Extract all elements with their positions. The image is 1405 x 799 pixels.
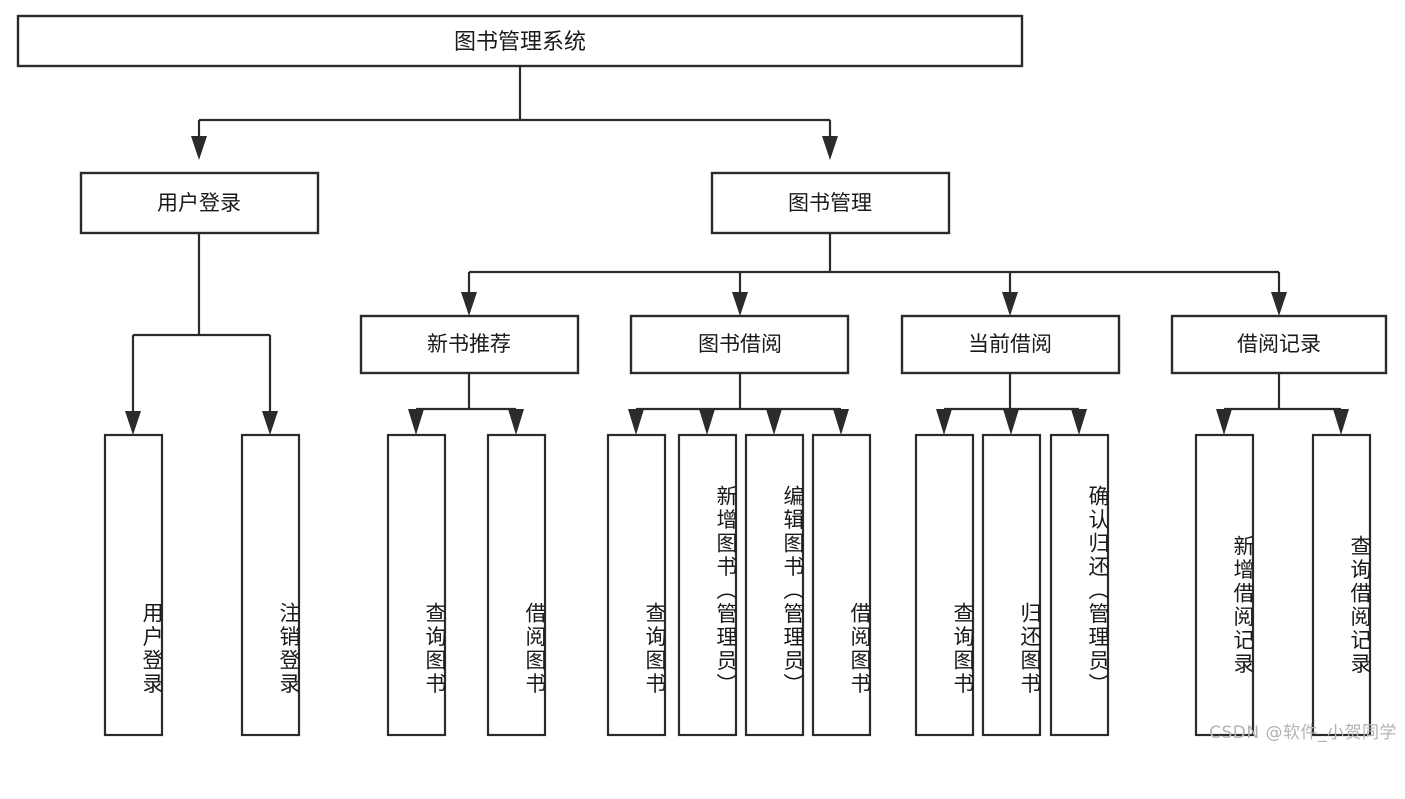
arrow-current-borrow-leaf1 [936, 409, 952, 435]
connectors-user-login-to-leaves [125, 233, 278, 435]
node-user-login[interactable]: 用户登录 [79, 171, 320, 235]
leaf-box-user-login-2[interactable] [240, 433, 301, 737]
leaf-box-new-book-1[interactable] [386, 433, 447, 737]
leaf-box-borrow-record-2[interactable] [1311, 433, 1372, 737]
arrow-borrow-record-leaf1 [1216, 409, 1232, 435]
arrow-book-mgmt-to-new-book [461, 292, 477, 316]
leaf-box-book-borrow-1[interactable] [606, 433, 667, 737]
leaf-box-new-book-2[interactable] [486, 433, 547, 737]
functional-structure-diagram: 图书管理系统 用户登录 图书管理 新书推荐 图书借阅 当前借阅 借阅记录 [16, 14, 1397, 743]
arrow-current-borrow-leaf2 [1003, 409, 1019, 435]
node-book-borrow[interactable]: 图书借阅 [629, 314, 850, 375]
arrow-new-book-leaf2 [508, 409, 524, 435]
user-login-box[interactable] [79, 171, 320, 235]
arrow-new-book-leaf1 [408, 409, 424, 435]
connectors-new-book-to-leaves [408, 373, 524, 435]
leaf-box-current-borrow-1[interactable] [914, 433, 975, 737]
root-label: 图书管理系统 [454, 30, 586, 55]
leaf-box-book-borrow-4[interactable] [811, 433, 872, 737]
node-book-management[interactable]: 图书管理 [710, 171, 951, 235]
leaf-box-borrow-record-1[interactable] [1194, 433, 1255, 737]
current-borrow-box[interactable] [900, 314, 1121, 375]
arrow-root-to-book-mgmt [822, 136, 838, 160]
book-borrow-label: 图书借阅 [698, 332, 782, 356]
leaf-box-current-borrow-2[interactable] [981, 433, 1042, 737]
arrow-user-login-leaf2 [262, 411, 278, 435]
connectors-current-borrow-to-leaves [936, 373, 1087, 435]
arrow-book-borrow-leaf1 [628, 409, 644, 435]
arrow-current-borrow-leaf3 [1071, 409, 1087, 435]
leaf-boxes-user-login [103, 433, 301, 737]
connectors-book-mgmt-to-level2 [461, 233, 1287, 316]
node-root-book-management-system[interactable]: 图书管理系统 [16, 14, 1024, 68]
connectors-book-borrow-to-leaves [628, 373, 849, 435]
book-management-box[interactable] [710, 171, 951, 235]
root-box[interactable] [16, 14, 1024, 68]
book-management-label: 图书管理 [788, 191, 872, 215]
borrow-record-box[interactable] [1170, 314, 1388, 375]
leaf-box-book-borrow-3[interactable] [744, 433, 805, 737]
arrow-book-borrow-leaf4 [833, 409, 849, 435]
user-login-label: 用户登录 [157, 191, 241, 215]
node-current-borrow[interactable]: 当前借阅 [900, 314, 1121, 375]
arrow-borrow-record-leaf2 [1333, 409, 1349, 435]
leaf-boxes-borrow-record [1194, 433, 1372, 737]
leaf-boxes-book-borrow [606, 433, 872, 737]
arrow-book-mgmt-to-current-borrow [1002, 292, 1018, 316]
new-book-recommend-box[interactable] [359, 314, 580, 375]
node-borrow-record[interactable]: 借阅记录 [1170, 314, 1388, 375]
connectors-borrow-record-to-leaves [1216, 373, 1349, 435]
arrow-root-to-user-login [191, 136, 207, 160]
tree-svg-canvas: 图书管理系统 用户登录 图书管理 新书推荐 图书借阅 当前借阅 借阅记录 [16, 14, 1388, 737]
current-borrow-label: 当前借阅 [968, 332, 1052, 356]
arrow-book-mgmt-to-borrow-record [1271, 292, 1287, 316]
borrow-record-label: 借阅记录 [1237, 332, 1321, 356]
arrow-user-login-leaf1 [125, 411, 141, 435]
connectors-root-to-level1 [191, 66, 838, 160]
arrow-book-borrow-leaf3 [766, 409, 782, 435]
leaf-boxes-current-borrow [914, 433, 1110, 737]
leaf-box-user-login-1[interactable] [103, 433, 164, 737]
csdn-watermark: CSDN @软件_小贺同学 [1209, 723, 1397, 743]
leaf-boxes-new-book-recommend [386, 433, 547, 737]
node-new-book-recommend[interactable]: 新书推荐 [359, 314, 580, 375]
new-book-recommend-label: 新书推荐 [427, 332, 511, 356]
arrow-book-borrow-leaf2 [699, 409, 715, 435]
leaf-box-book-borrow-2[interactable] [677, 433, 738, 737]
book-borrow-box[interactable] [629, 314, 850, 375]
arrow-book-mgmt-to-book-borrow [732, 292, 748, 316]
leaf-box-current-borrow-3[interactable] [1049, 433, 1110, 737]
